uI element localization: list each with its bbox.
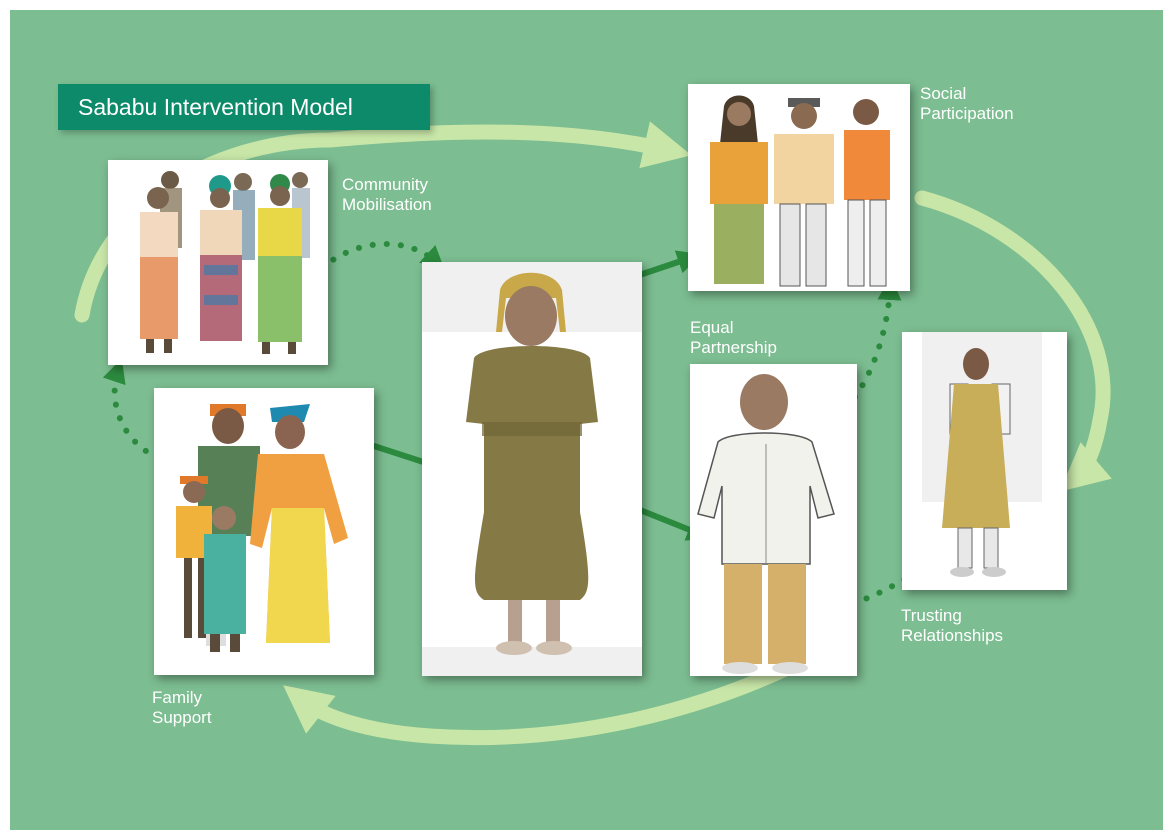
outer-arrow-bottom xyxy=(283,644,828,746)
group-of-women-illustration xyxy=(108,160,328,365)
outer-arrow-right xyxy=(914,190,1112,492)
social-label-line2: Participation xyxy=(920,104,1014,123)
social-label-line1: Social xyxy=(920,84,967,103)
diagram-title: Sababu Intervention Model xyxy=(58,84,430,130)
family-support-panel xyxy=(154,388,374,675)
equal-partnership-panel xyxy=(690,364,857,676)
central-woman-panel xyxy=(422,262,642,676)
trusting-relationships-panel xyxy=(902,332,1067,590)
equal-label-line2: Partnership xyxy=(690,338,777,357)
community-label-line1: Community xyxy=(342,175,428,194)
trusting-label-line2: Relationships xyxy=(901,626,1004,645)
dotted-arrow-community-to-central xyxy=(319,241,445,271)
boy-standing-illustration xyxy=(902,332,1067,590)
family-support-label: Family Support xyxy=(152,688,212,728)
community-label-line2: Mobilisation xyxy=(342,195,432,214)
social-participation-label: Social Participation xyxy=(920,84,1014,124)
man-standing-illustration xyxy=(690,364,857,676)
community-mobilisation-panel xyxy=(108,160,328,365)
family-illustration xyxy=(154,388,374,675)
woman-standing-illustration xyxy=(422,262,642,676)
family-label-line2: Support xyxy=(152,708,212,727)
equal-partnership-label: Equal Partnership xyxy=(690,318,777,358)
equal-label-line1: Equal xyxy=(690,318,734,337)
trusting-label-line1: Trusting xyxy=(901,606,962,625)
family-label-line1: Family xyxy=(152,688,203,707)
trusting-relationships-label: Trusting Relationships xyxy=(901,606,1003,646)
three-people-illustration xyxy=(688,84,910,291)
dotted-arrow-family-to-community xyxy=(102,358,161,461)
community-mobilisation-label: Community Mobilisation xyxy=(342,175,432,215)
social-participation-panel xyxy=(688,84,910,291)
